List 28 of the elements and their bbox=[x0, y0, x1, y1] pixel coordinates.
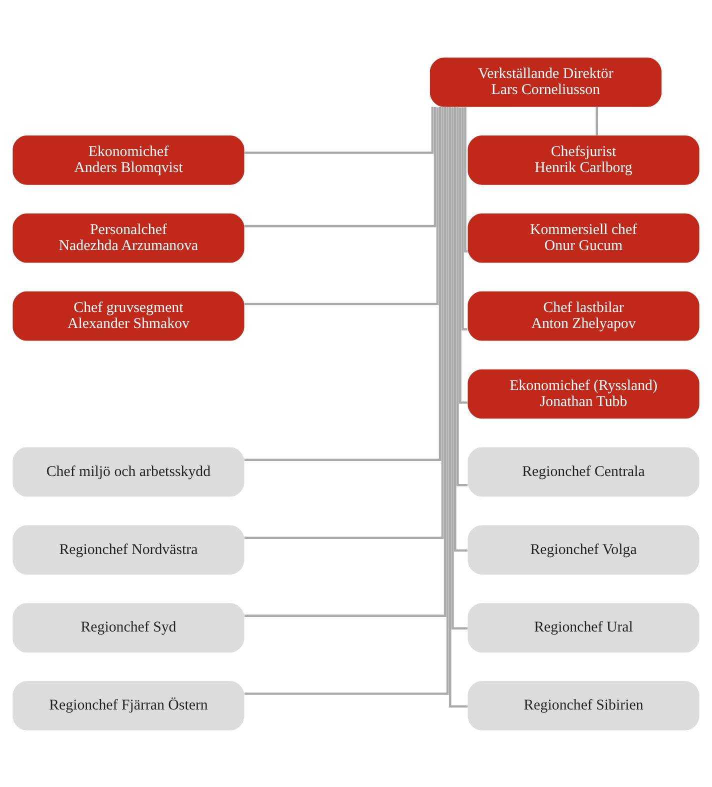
node-box: Regionchef Ural bbox=[468, 602, 700, 652]
connector bbox=[596, 106, 598, 135]
connector bbox=[456, 106, 468, 486]
connector bbox=[244, 106, 439, 305]
node-box: Chef lastbilar Anton Zhelyapov bbox=[468, 290, 700, 340]
node-box: Chefsjurist Henrik Carlborg bbox=[468, 135, 700, 184]
node-box: Chef miljö och arbetsskydd bbox=[12, 446, 244, 496]
connector bbox=[454, 106, 468, 552]
connector bbox=[451, 106, 468, 630]
node-box: Regionchef Centrala bbox=[468, 446, 700, 496]
node-box: Regionchef Sibirien bbox=[468, 680, 700, 730]
node-box: Personalchef Nadezhda Arzumanova bbox=[12, 212, 244, 262]
connector bbox=[244, 106, 434, 154]
connector bbox=[244, 106, 444, 538]
node-box: Regionchef Nordvästra bbox=[12, 524, 244, 574]
connector bbox=[244, 106, 442, 461]
node-box: Ekonomichef (Ryssland) Jonathan Tubb bbox=[468, 368, 700, 418]
node-box: Regionchef Fjärran Östern bbox=[12, 680, 244, 730]
node-box: Verkställande Direktör Lars Corneliusson bbox=[430, 57, 662, 106]
connector bbox=[464, 106, 468, 252]
node-box: Regionchef Syd bbox=[12, 602, 244, 652]
node-box: Kommersiell chef Onur Gucum bbox=[468, 212, 700, 262]
node-box: Ekonomichef Anders Blomqvist bbox=[12, 135, 244, 184]
node-box: Chef gruvsegment Alexander Shmakov bbox=[12, 290, 244, 340]
connector bbox=[244, 106, 436, 227]
node-box: Regionchef Volga bbox=[468, 524, 700, 574]
connector bbox=[462, 106, 468, 330]
connector bbox=[459, 106, 468, 404]
